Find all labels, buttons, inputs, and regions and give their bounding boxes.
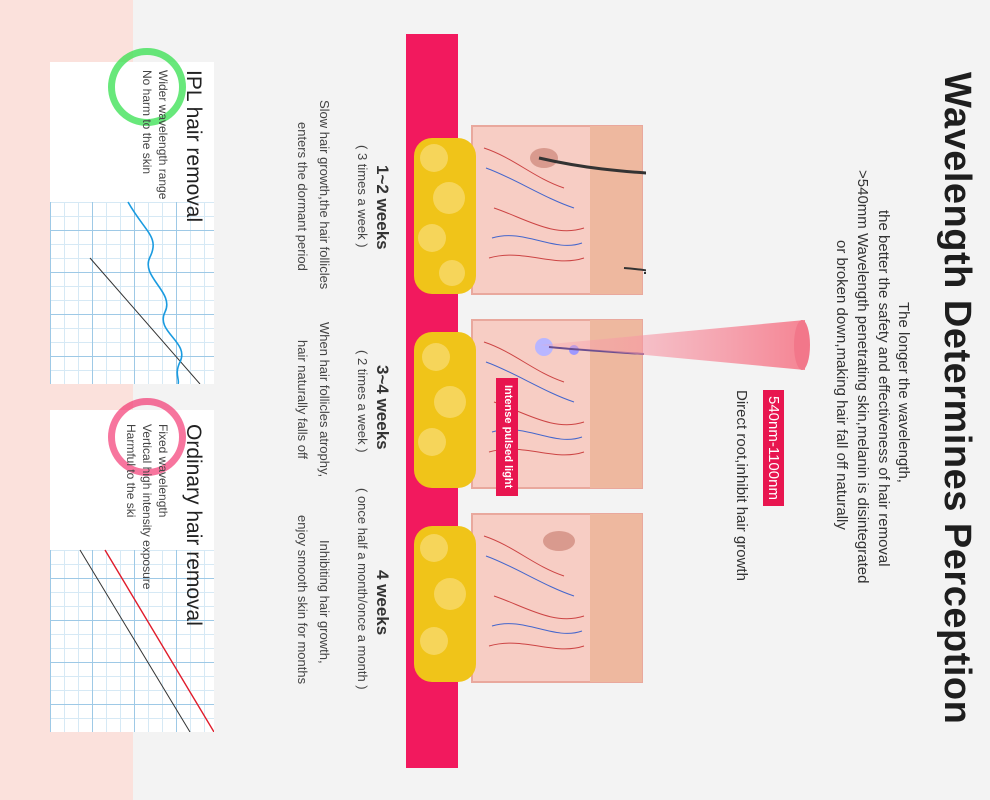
ordinary-card-line-1: Fixed wavelength — [156, 424, 170, 518]
ordinary-cross-badge — [108, 398, 186, 476]
ipl-card-line-1: Wider wavelength range — [156, 70, 170, 200]
week-3-frequency: ( once half a month/once a month ) — [355, 488, 370, 690]
page-title: Wavelength Determines Perception — [936, 72, 978, 725]
week-1-heading: 1~2 weeks — [373, 165, 392, 250]
light-beam — [540, 320, 810, 370]
intro-line-3: >540mm Wavelength penetrating skin,melan… — [854, 170, 871, 584]
ordinary-card-line-3: Harmful to the ski — [124, 424, 138, 518]
week-3-desc-2: enjoy smooth skin for months — [295, 515, 310, 685]
week-2-desc-1: When hair follicles atrophy, — [317, 322, 332, 478]
intro-line-2: the better the safety and effectiveness … — [875, 210, 892, 567]
wavelength-tag: 540nm-1100nm — [763, 390, 784, 506]
week-1-desc-1: Slow hair growth,the hair follicles — [317, 100, 332, 290]
week-3-desc-1: Inhibiting hair growth, — [317, 540, 332, 664]
week-2-heading: 3~4 weeks — [373, 365, 392, 450]
week-2-frequency: ( 2 times a week ) — [355, 350, 370, 453]
ipl-tag-label: Intense pulsed light — [502, 385, 514, 489]
week-1-desc-2: enters the dormant period — [295, 122, 310, 271]
skin-block-1 — [414, 125, 646, 295]
ipl-check-badge — [108, 48, 186, 126]
week-1-frequency: ( 3 times a week ) — [355, 145, 370, 248]
ordinary-card-line-2: Vertical high intensity exposure — [140, 424, 154, 590]
intro-line-1: The longer the wavelength, — [895, 302, 912, 483]
ipl-wave-graph — [89, 201, 201, 384]
wavelength-caption: Direct root,inhibit hair growth — [733, 390, 750, 581]
week-2-desc-2: hair naturally falls off — [295, 340, 310, 459]
ipl-card-title: IPL hair removal — [182, 70, 205, 223]
skin-block-3 — [414, 513, 643, 683]
intro-line-4: or broken down,making hair fall off natu… — [833, 240, 850, 530]
ordinary-card-title: Ordinary hair removal — [182, 424, 205, 626]
ipl-card-line-2: No harm to the skin — [140, 70, 154, 175]
ordinary-line-graph — [79, 549, 214, 732]
ipl-tag — [496, 378, 518, 496]
week-3-heading: 4 weeks — [373, 570, 392, 636]
